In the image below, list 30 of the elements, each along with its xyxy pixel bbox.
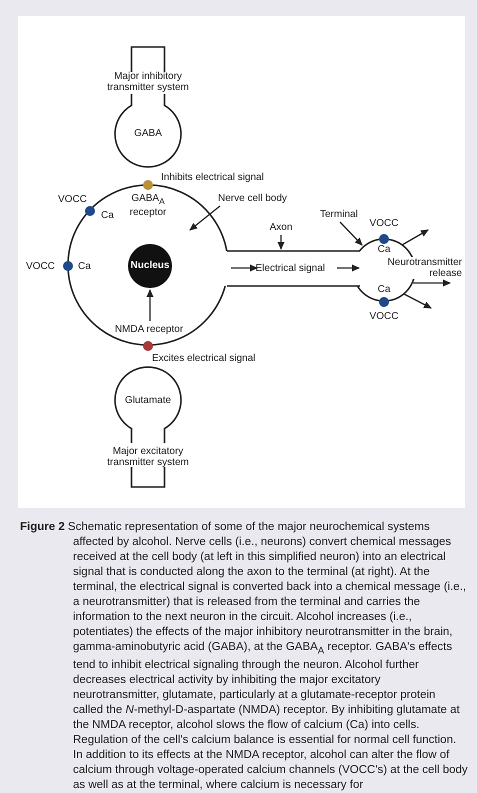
channel-label: VOCC [58, 194, 87, 205]
receptor-label: GABA$_{A}$ receptor [128, 193, 168, 218]
receptor-label: NMDA receptor [114, 324, 184, 335]
arrow [337, 264, 360, 272]
ion-label: Ca [376, 284, 392, 295]
effect-label: Excites electrical signal [152, 353, 256, 364]
transmitter-label: Glutamate [124, 395, 172, 406]
leader-line [189, 206, 220, 231]
ion-label: Ca [78, 261, 91, 272]
structure-label: Terminal [320, 209, 358, 220]
structure-label: Axon [268, 222, 294, 233]
channel-label: VOCC [368, 218, 400, 229]
arrow [146, 289, 154, 321]
effect-label: Inhibits electrical signal [161, 172, 264, 183]
leader-line [278, 235, 284, 250]
channel-label: VOCC [368, 311, 400, 322]
system-label: Major excitatory transmitter system [106, 446, 190, 468]
arrow [231, 264, 258, 272]
system-label: Major inhibitory transmitter system [106, 71, 190, 93]
ion-label: Ca [376, 244, 392, 255]
channel-label: VOCC [26, 261, 55, 272]
structure-label: Nerve cell body [218, 193, 287, 204]
leader-line [340, 222, 363, 246]
arrow [404, 293, 432, 309]
transmitter-label: GABA [133, 128, 163, 139]
ion-label: Ca [101, 210, 114, 221]
arrow [413, 280, 451, 286]
arrow [402, 229, 429, 246]
signal-label: Electrical signal [256, 262, 325, 274]
figure-caption: Figure 2 Schematic representation of some of the major neurochemical systems affected by alcohol. Nerve cells (i.e., neurons) convert chemical messages received at the cell body (at left in this simplified neuron) into an electrical signal that is conducted along the axon to the terminal (at right). At the terminal, the electrical signal is converted back into a chemical message (i.e., a neurotransmitter) that is released from the terminal and carries the information to the next neuron in the circuit. Alcohol increases (i.e., potentiates) the effects of the major inhibitory neurotransmitter in the brain, gamma-aminobutyric acid (GABA), at the GABA$_{A}$ receptor. GABA's effects tend to inhibit electrical signaling through the neuron. Alcohol further decreases electrical activity by inhibiting the major excitatory neurotransmitter, glutamate, particularly at a glutamate-receptor protein called the N-methyl-D-aspartate (NMDA) receptor. By inhibiting glutamate at the NMDA receptor, alcohol slows the flow of calcium (Ca) into cells. Regulation of the cell's calcium balance is essential for normal cell function. In addition to its effects at the NMDA receptor, alcohol can alter the flow of calcium through voltage-operated calcium channels (VOCC's) at the cell body as well as at the terminal, where calcium is necessary for [20, 520, 468, 793]
